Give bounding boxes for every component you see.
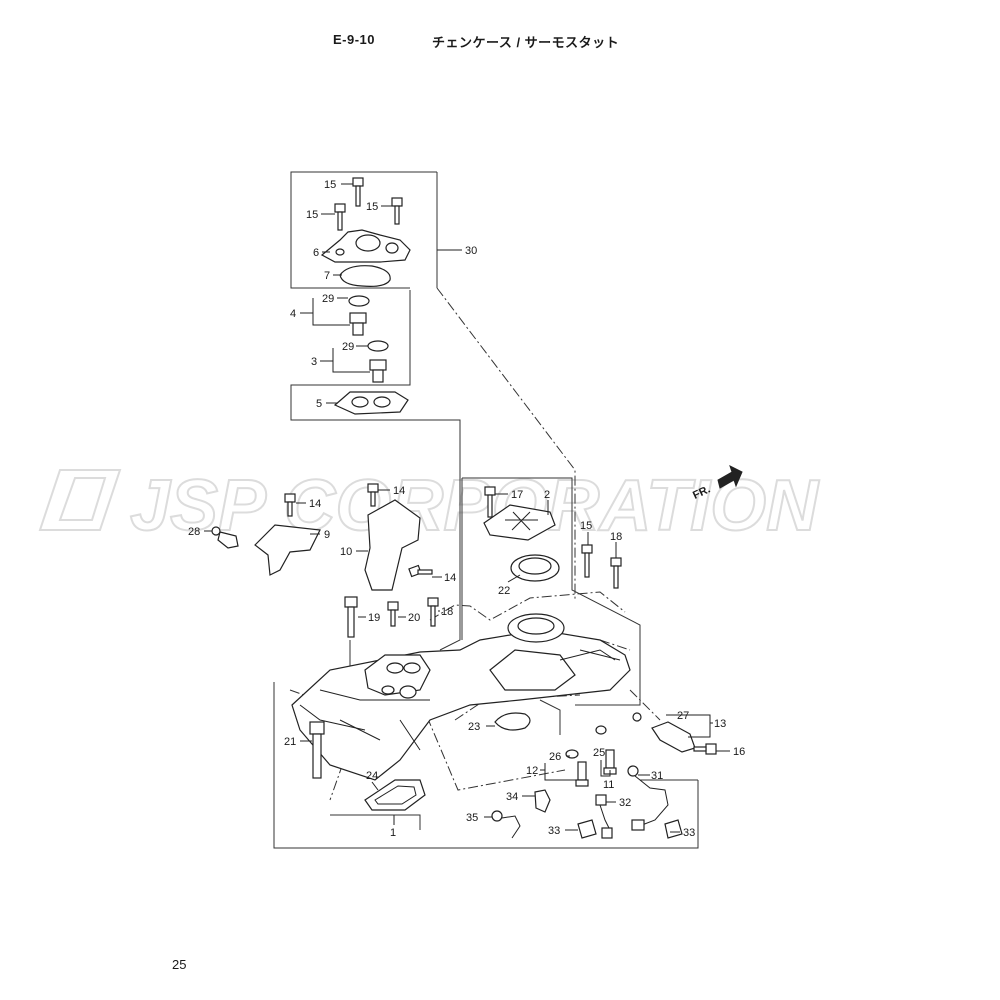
seal-29a [348,295,370,307]
callout-7: 7 [324,270,330,282]
callout-24: 24 [366,770,378,782]
callout-28: 28 [188,526,200,538]
diagram-code: E-9-10 [333,32,376,47]
callout-6: 6 [313,247,319,259]
callout-33b: 33 [683,827,695,839]
bolt-15d [581,544,593,578]
callout-32: 32 [619,797,631,809]
callout-18b: 18 [441,606,453,618]
bolt-15b [334,203,346,231]
callout-16: 16 [733,746,745,758]
callout-31: 31 [651,770,663,782]
thermostat-4 [349,312,367,336]
group-outlines [273,171,699,849]
callout-25: 25 [593,747,605,759]
bracket-9 [254,524,321,576]
callout-29b: 29 [342,341,354,353]
callout-12: 12 [526,765,538,777]
callout-15d: 15 [580,520,592,532]
cover-gasket [339,265,391,287]
callout-4: 4 [290,308,296,320]
bolt-16 [693,743,717,755]
callout-18a: 18 [610,531,622,543]
washer-25 [595,725,607,735]
bolt-18b [427,597,439,627]
bolt-20 [387,601,399,627]
gasket-24 [364,779,426,811]
bolt-14b [367,483,379,507]
callout-34: 34 [506,791,518,803]
clamp-28 [211,526,239,549]
thermostat-3 [369,359,387,383]
callout-14b: 14 [393,485,405,497]
callout-10: 10 [340,546,352,558]
chain-case-body [291,613,631,781]
callout-23: 23 [468,721,480,733]
sensor-group [491,712,717,839]
o-ring-27 [632,712,642,722]
callout-29a: 29 [322,293,334,305]
diagram-title: チェンケース / サーモスタット [432,35,620,50]
callout-5: 5 [316,398,322,410]
callout-20: 20 [408,612,420,624]
sensor-12 [575,761,589,787]
callout-2: 2 [544,489,550,501]
callout-35: 35 [466,812,478,824]
bolt-18a [610,557,622,589]
callout-14c: 14 [444,572,456,584]
callouts: 15 15 15 6 7 30 29 4 29 3 5 14 14 17 2 2… [188,179,745,839]
page-number: 25 [172,957,187,972]
chain-case-upper [483,486,622,589]
bolt-21 [309,721,325,779]
harness-32 [595,794,613,839]
callout-1: 1 [390,827,396,839]
cap-2 [483,504,556,541]
callout-11: 11 [603,779,614,791]
clamp-35 [491,810,521,839]
callout-15b: 15 [306,209,318,221]
bolt-15c [391,197,403,225]
callout-13: 13 [714,718,726,730]
watermark-text: JSP CORPORATION [130,466,820,546]
callout-15c: 15 [366,201,378,213]
harness-31 [627,765,669,831]
bolt-14a [284,493,296,517]
callout-33a: 33 [548,825,560,837]
thermostat-gasket-5 [333,391,409,415]
gasket-23 [494,712,531,731]
callout-26: 26 [549,751,561,763]
clip-34 [534,789,551,813]
thermostat-cover [320,229,411,263]
callout-17: 17 [511,489,523,501]
callout-22: 22 [498,585,510,597]
bolt-17 [484,486,496,518]
callout-15a: 15 [324,179,336,191]
callout-3: 3 [311,356,317,368]
watermark: JSP CORPORATION [38,465,821,547]
callout-27: 27 [677,710,689,722]
oil-seal-22 [510,554,560,582]
clip-33b [664,819,683,839]
bolt-19 [344,596,358,638]
callout-9: 9 [324,529,330,541]
callout-19: 19 [368,612,380,624]
clip-33a [577,819,597,839]
callout-21: 21 [284,736,296,748]
bracket-10 [364,499,421,591]
brackets [211,483,433,591]
bolt-15a [352,177,364,207]
callout-30: 30 [465,245,477,257]
bolt-14c [408,564,433,578]
washer-26 [565,749,579,759]
callout-14a: 14 [309,498,321,510]
thermostat-cover-assembly [320,177,411,415]
seal-29b [367,340,389,352]
